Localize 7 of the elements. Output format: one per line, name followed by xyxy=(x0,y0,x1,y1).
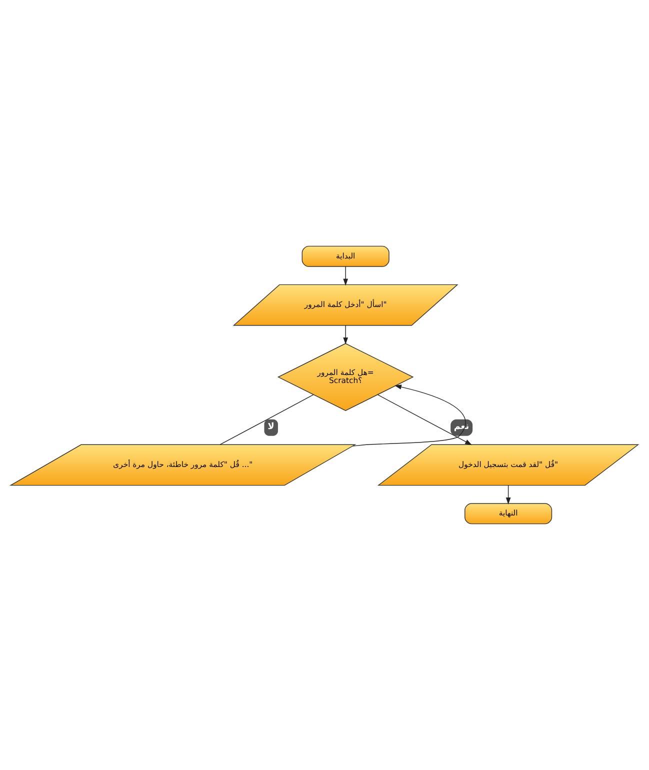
arrow xyxy=(343,325,348,344)
edge-label: نعم xyxy=(454,422,470,432)
arrow xyxy=(352,384,466,446)
arrow xyxy=(506,485,511,504)
edge-label: لا xyxy=(268,422,274,432)
arrow xyxy=(343,266,348,286)
connector xyxy=(220,394,314,445)
